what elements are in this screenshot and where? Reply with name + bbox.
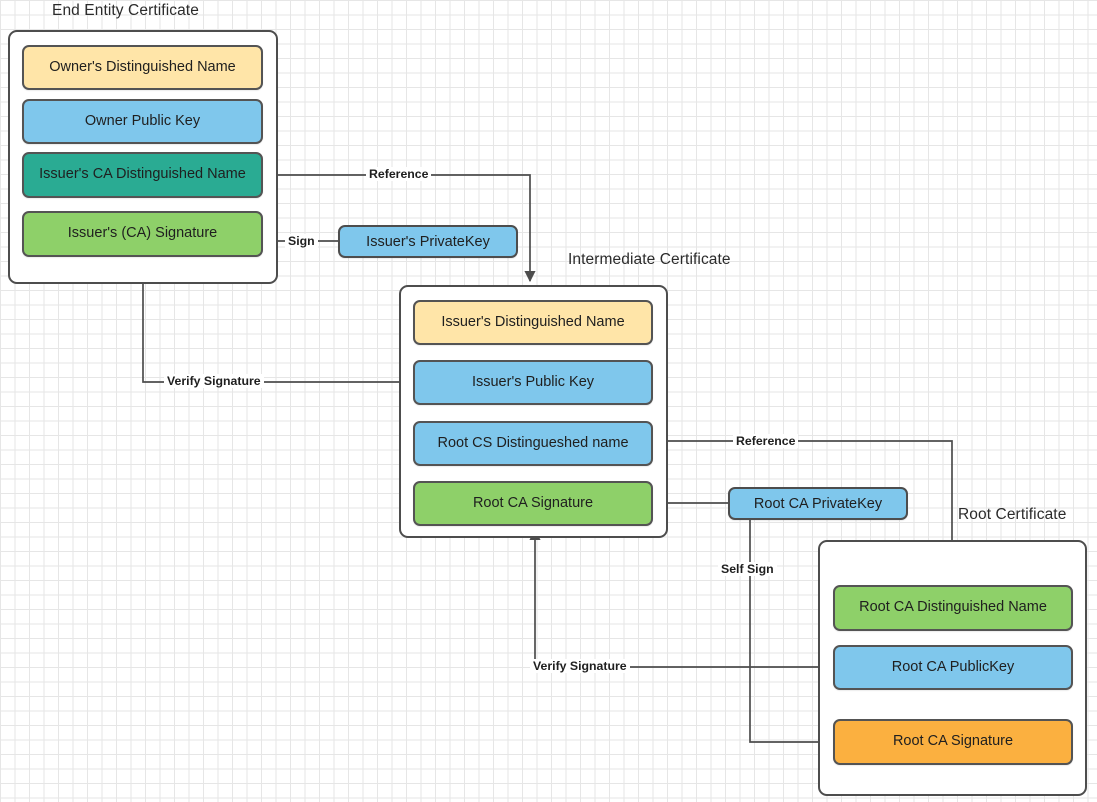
edge-label-sign: Sign — [285, 234, 318, 248]
edge-verify-signature-int — [529, 528, 833, 668]
edge-label-reference-bottom: Reference — [733, 434, 799, 448]
group-title-end-entity: End Entity Certificate — [52, 2, 199, 19]
group-title-root: Root Certificate — [958, 506, 1067, 523]
field-issuers-public-key[interactable]: Issuer's Public Key — [413, 360, 653, 405]
field-root-cs-distingueshed-name[interactable]: Root CS Distingueshed name — [413, 421, 653, 466]
edge-label-verify-signature-int: Verify Signature — [530, 659, 630, 673]
field-owners-distinguished-name[interactable]: Owner's Distinguished Name — [22, 45, 263, 90]
field-issuers-ca-distinguished-name[interactable]: Issuer's CA Distinguished Name — [22, 152, 263, 198]
field-issuers-distinguished-name[interactable]: Issuer's Distinguished Name — [413, 300, 653, 345]
field-root-ca-publickey[interactable]: Root CA PublicKey — [833, 645, 1073, 690]
field-owner-public-key[interactable]: Owner Public Key — [22, 99, 263, 144]
box-root-ca-privatekey[interactable]: Root CA PrivateKey — [728, 487, 908, 520]
field-issuers-ca-signature[interactable]: Issuer's (CA) Signature — [22, 211, 263, 257]
edge-label-verify-signature-ee: Verify Signature — [164, 374, 264, 388]
group-title-intermediate: Intermediate Certificate — [568, 251, 731, 268]
box-issuers-privatekey[interactable]: Issuer's PrivateKey — [338, 225, 518, 258]
field-root-ca-distinguished-name[interactable]: Root CA Distinguished Name — [833, 585, 1073, 631]
field-root-ca-signature-intermediate[interactable]: Root CA Signature — [413, 481, 653, 526]
edge-label-reference-top: Reference — [366, 167, 432, 181]
field-root-ca-signature-root[interactable]: Root CA Signature — [833, 719, 1073, 765]
edge-label-self-sign: Self Sign — [718, 562, 777, 576]
